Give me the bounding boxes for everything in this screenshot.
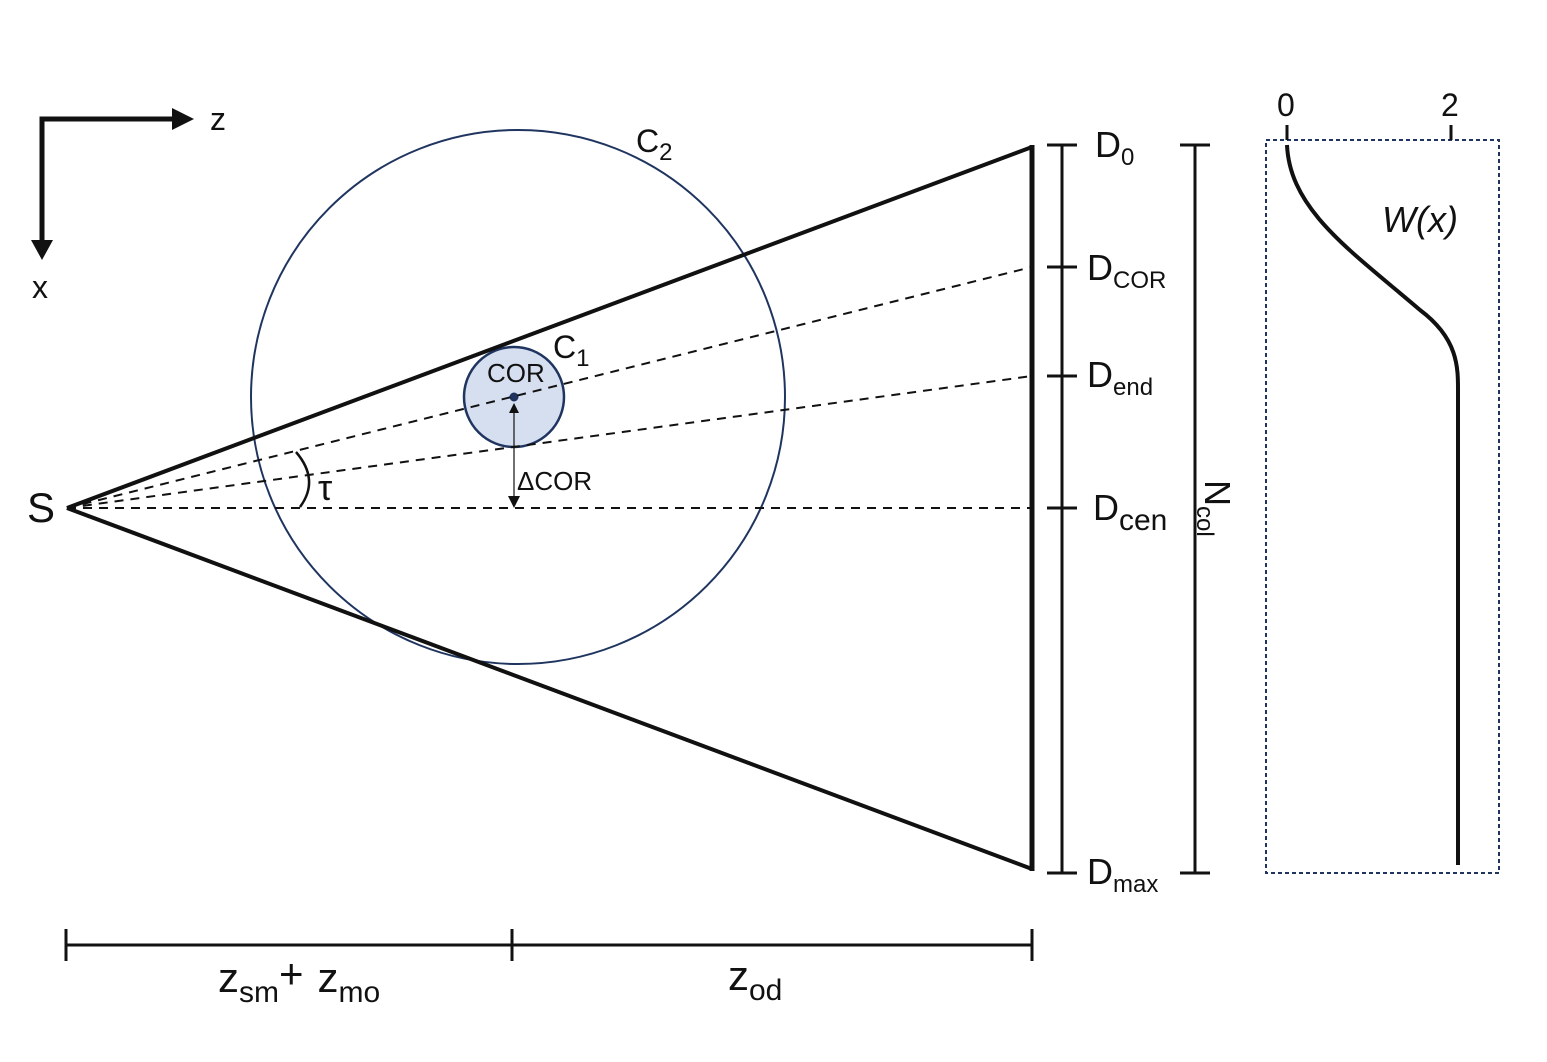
beam-lower-edge (66, 506, 1033, 871)
x-arrow-icon (31, 240, 53, 260)
tick-label-0: 0 (1277, 87, 1295, 123)
label-dend: Dend (1087, 354, 1153, 401)
x-axis-label: x (32, 269, 48, 305)
label-zsm-zmo: zsm+zmo (218, 950, 380, 1009)
label-d0: D0 (1095, 124, 1134, 171)
inner-circle-label: C1 (553, 329, 589, 372)
weight-plot: 0 2 W(x) (1265, 87, 1500, 874)
outer-circle-label: C2 (636, 123, 672, 166)
beam-upper-edge (66, 145, 1033, 510)
delta-cor-label: ΔCOR (517, 466, 592, 496)
tau-label: τ (318, 467, 332, 508)
label-dcor: DCOR (1087, 247, 1166, 294)
cor-point (509, 392, 519, 402)
tick-label-2: 2 (1441, 87, 1459, 123)
weight-plot-frame (1265, 139, 1500, 874)
ncol-bracket (1180, 143, 1210, 875)
label-dmax: Dmax (1087, 851, 1158, 898)
ray-to-dcor (66, 266, 1033, 509)
label-zod: zod (728, 952, 782, 1007)
outer-circle-c2 (250, 129, 786, 665)
tau-arc (295, 451, 311, 508)
ray-to-dend (66, 375, 1033, 509)
source-label: S (27, 484, 55, 531)
delta-cor-bottom-arrow-icon (508, 496, 520, 508)
coordinate-axes: z x (31, 101, 226, 305)
z-arrow-icon (172, 108, 194, 130)
detector-scale (1047, 143, 1077, 875)
cor-label: COR (487, 358, 545, 388)
label-dcen: Dcen (1093, 487, 1167, 537)
weight-curve (1285, 144, 1461, 865)
ncol-label: Ncol (1191, 480, 1238, 537)
axes-lines (39, 116, 175, 243)
distance-scale (64, 929, 1034, 961)
weight-function-label: W(x) (1382, 199, 1458, 240)
z-axis-label: z (210, 101, 226, 137)
